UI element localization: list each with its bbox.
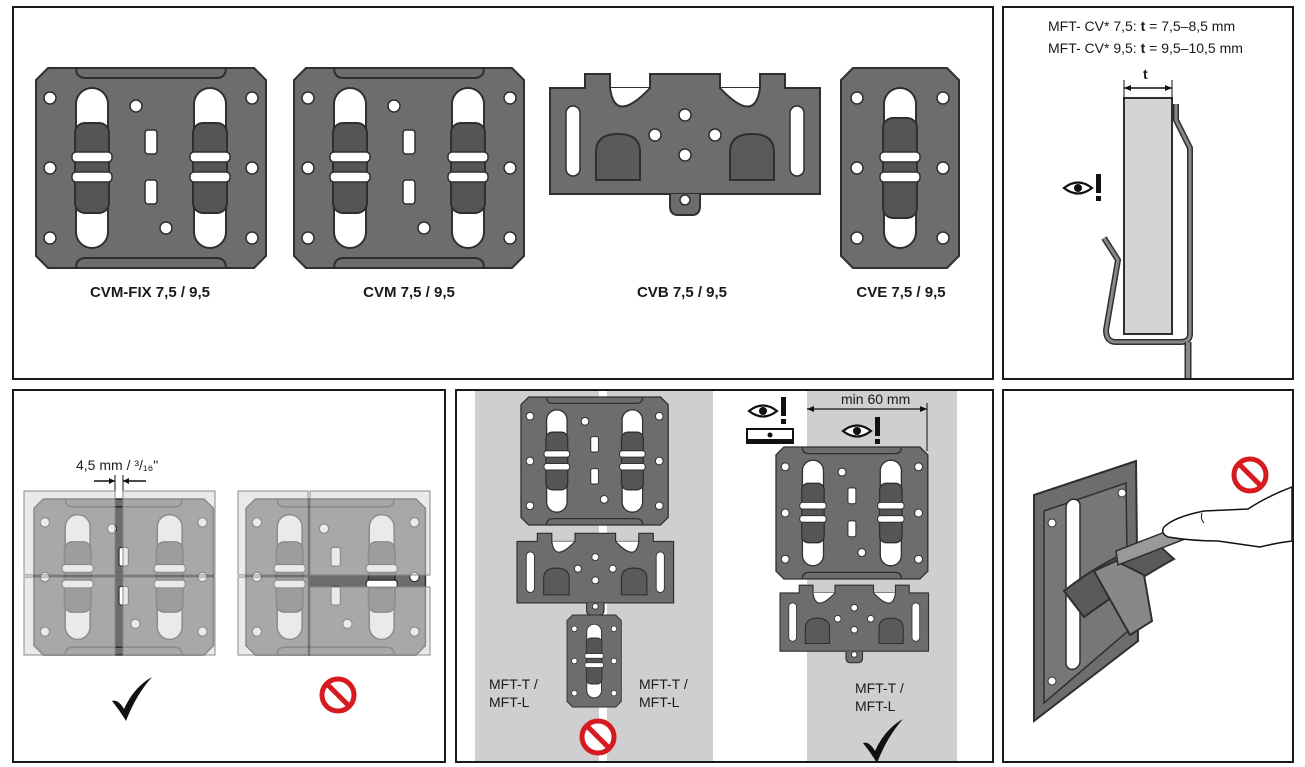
thickness-panel: MFT- CV* 7,5: t = 7,5–8,5 mm MFT- CV* 9,… — [1002, 6, 1294, 380]
gap-panel: 4,5 mm / ³/₁₆" — [12, 389, 446, 763]
thickness-line-2: MFT- CV* 9,5: t = 9,5–10,5 mm — [1048, 40, 1243, 56]
rail-spacing-drawing — [475, 391, 957, 761]
thickness-line-1: MFT- CV* 7,5: t = 7,5–8,5 mm — [1048, 18, 1236, 34]
label-cvb: CVB 7,5 / 9,5 — [636, 284, 728, 301]
installation-panel — [1002, 389, 1294, 763]
min-distance-label: min 60 mm — [841, 391, 911, 407]
label-cvm-fix: CVM-FIX 7,5 / 9,5 — [89, 284, 211, 301]
hand-pointer-icon — [1161, 486, 1292, 548]
bracket-types-panel: CVM-FIX 7,5 / 9,5 CVM 7,5 / 9,5 CVB 7,5 … — [12, 6, 994, 380]
cvm-bracket — [293, 67, 525, 269]
cvm-fix-bracket — [35, 67, 267, 269]
label-cvm: CVM 7,5 / 9,5 — [363, 284, 455, 301]
gap-label: 4,5 mm / ³/₁₆" — [76, 457, 159, 473]
spirit-level-icon — [746, 428, 794, 444]
prohibited-icon — [582, 721, 614, 753]
rail-label-right: MFT-T / MFT-L — [855, 680, 904, 714]
eye-attention-icon — [747, 395, 788, 426]
gap-drawing — [23, 475, 431, 721]
prohibited-icon — [1234, 459, 1266, 491]
rail-spacing-panel: MFT-T / MFT-L MFT-T / MFT-L MFT-T / MFT-… — [455, 389, 994, 763]
bracket-types-drawing — [35, 67, 960, 269]
thickness-drawing — [1062, 80, 1193, 378]
eye-attention-icon — [1062, 172, 1103, 203]
rail-label-left: MFT-T / MFT-L — [489, 676, 538, 710]
installation-drawing — [1033, 391, 1292, 724]
rail-label-middle: MFT-T / MFT-L — [639, 676, 688, 710]
cve-bracket — [840, 67, 960, 269]
thickness-dim-label: t — [1143, 66, 1148, 82]
prohibited-icon — [322, 679, 354, 711]
label-cve: CVE 7,5 / 9,5 — [856, 284, 946, 301]
cvb-bracket — [549, 73, 821, 216]
checkmark-icon — [112, 677, 152, 721]
